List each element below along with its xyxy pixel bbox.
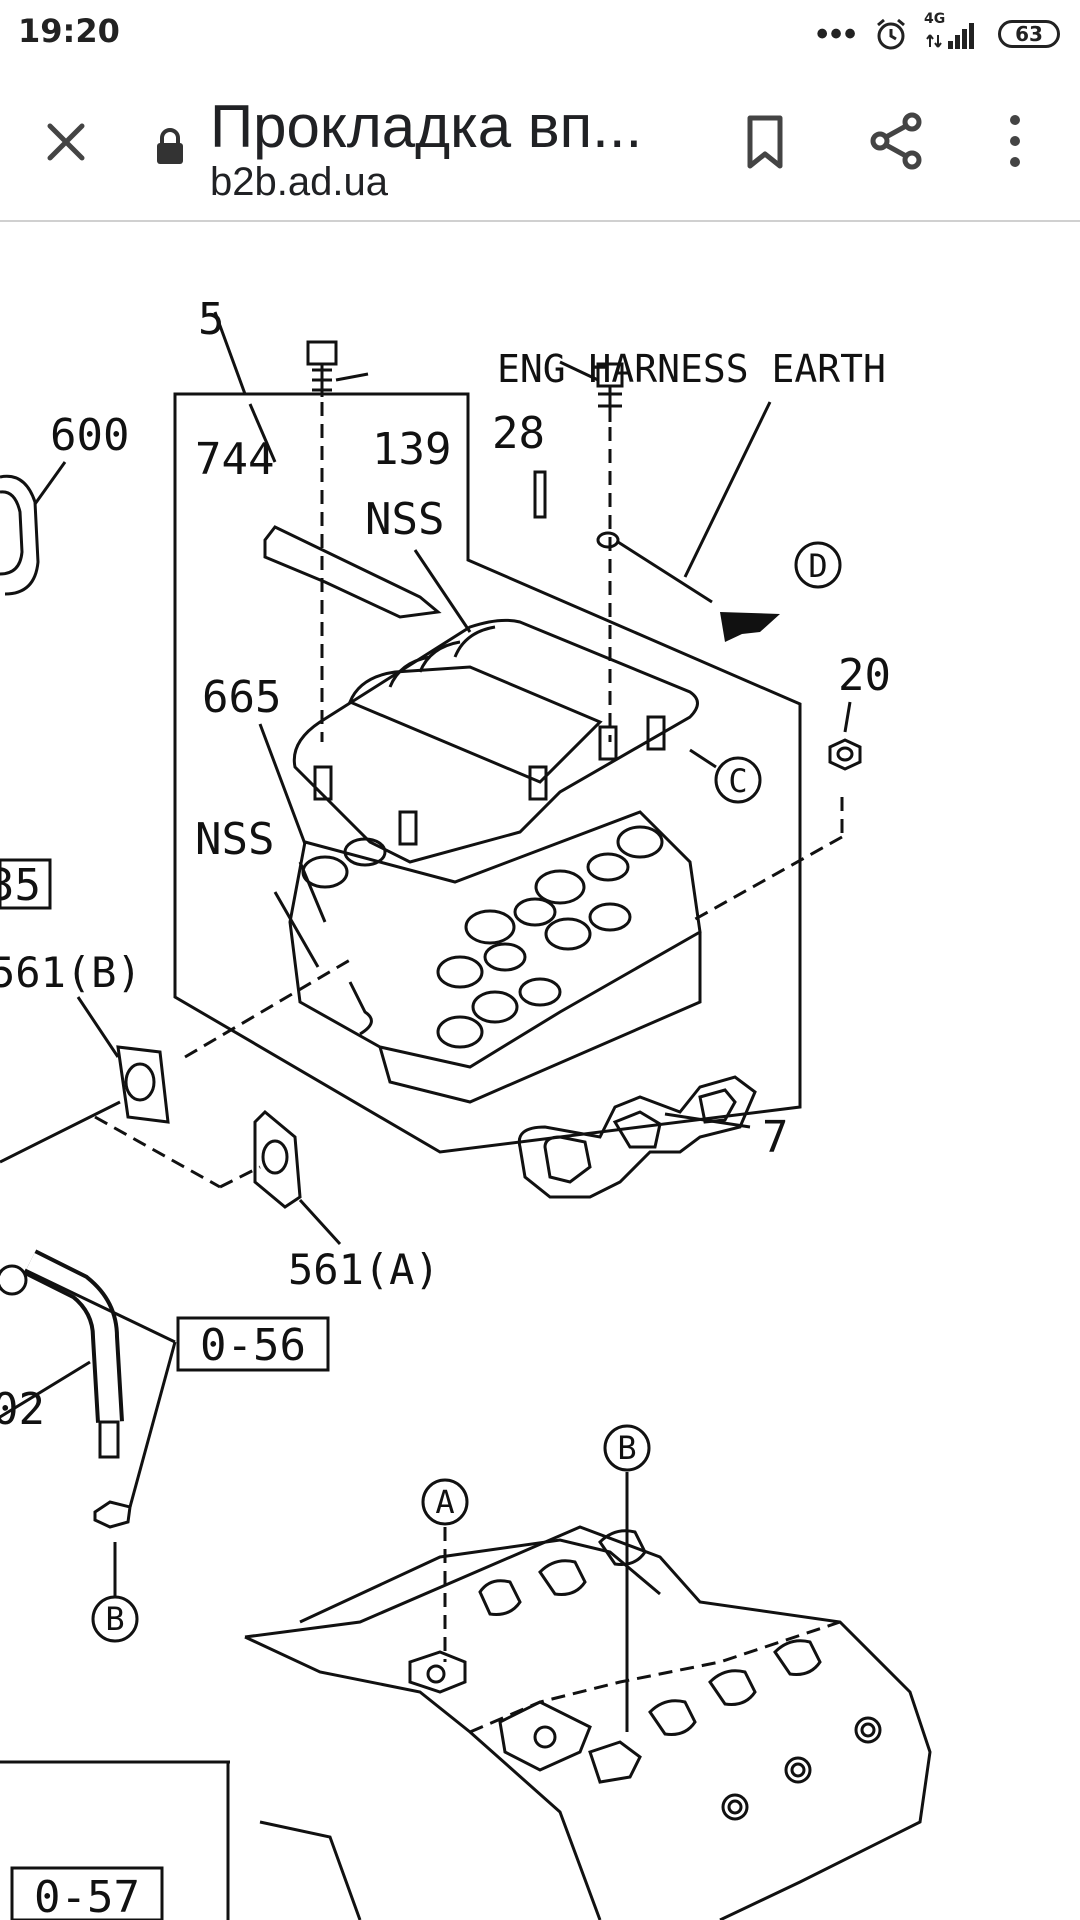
callout-5: 5	[198, 294, 225, 345]
custom-tab-toolbar: Прокладка вп... b2b.ad.ua	[0, 66, 1080, 222]
bookmark-icon[interactable]	[730, 106, 800, 176]
battery-icon: 63	[998, 20, 1060, 48]
share-icon[interactable]	[862, 106, 932, 176]
callout-561a: 561(A)	[288, 1245, 440, 1294]
lock-icon[interactable]	[154, 126, 186, 166]
status-icons: ••• 4G 63	[816, 11, 1060, 54]
callout-561b: 561(B)	[0, 948, 142, 997]
callout-744: 744	[195, 434, 274, 485]
signal-icon: 4G	[924, 11, 982, 51]
callout-7: 7	[762, 1112, 789, 1163]
callout-28: 28	[492, 408, 545, 459]
callout-20: 20	[838, 650, 891, 701]
network-type: 4G	[924, 11, 946, 27]
callout-02: 02	[0, 1384, 45, 1435]
page-title: Прокладка вп...	[210, 94, 643, 160]
callout-600: 600	[50, 410, 129, 461]
callout-c: C	[728, 762, 747, 800]
more-vert-icon[interactable]	[980, 106, 1050, 176]
title-block[interactable]: Прокладка вп... b2b.ad.ua	[210, 94, 710, 204]
page-url: b2b.ad.ua	[210, 160, 388, 204]
callout-eng-harness-earth: ENG HARNESS EARTH	[497, 347, 886, 391]
close-icon[interactable]	[36, 112, 96, 172]
battery-level: 63	[1015, 22, 1043, 46]
status-bar: 19:20 ••• 4G 63	[0, 0, 1080, 66]
callout-d: D	[808, 547, 827, 585]
callout-b-right: B	[617, 1429, 636, 1467]
page-content[interactable]: 5 600 744 139 28 ENG HARNESS EARTH NSS N…	[0, 222, 1080, 1920]
callout-0-57: 0-57	[34, 1872, 140, 1920]
callout-nss-top: NSS	[365, 494, 444, 545]
callout-nss-side: NSS	[195, 814, 274, 865]
alarm-icon	[877, 18, 905, 50]
callout-665: 665	[202, 672, 281, 723]
more-dots-icon: •••	[816, 15, 858, 53]
callout-0-56: 0-56	[200, 1320, 306, 1371]
callout-a: A	[435, 1483, 454, 1521]
status-time: 19:20	[18, 12, 120, 50]
callout-139: 139	[372, 424, 451, 475]
callout-35: 35	[0, 860, 41, 911]
parts-diagram: 5 600 744 139 28 ENG HARNESS EARTH NSS N…	[0, 294, 932, 1920]
callout-b-left: B	[105, 1600, 124, 1638]
